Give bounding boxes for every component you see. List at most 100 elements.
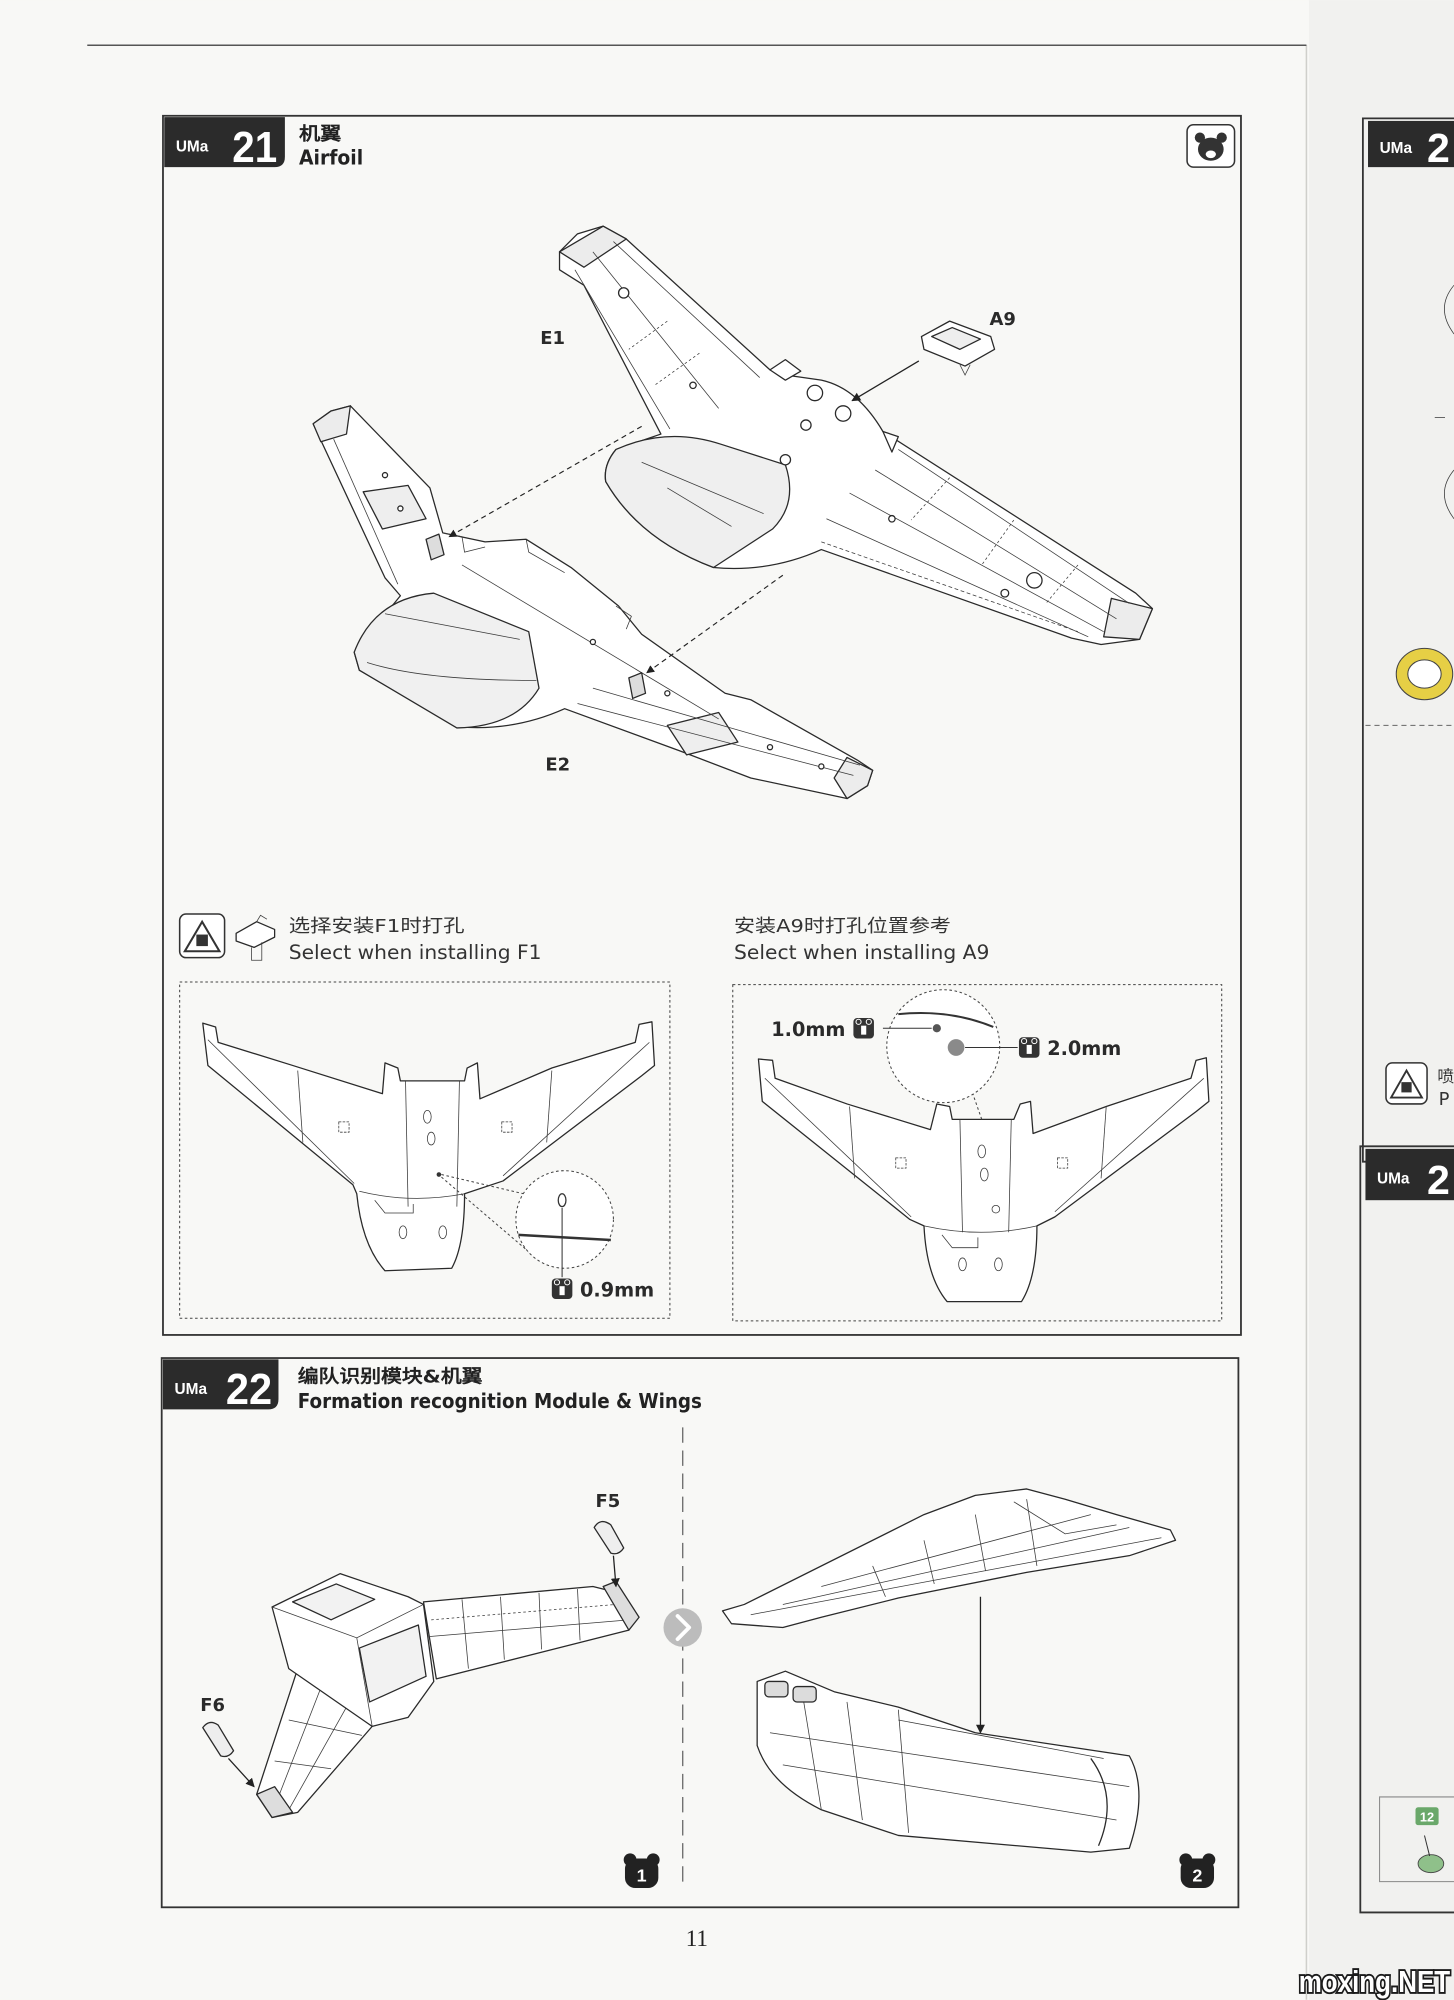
bear-icon: 2 xyxy=(1179,1853,1216,1889)
e1-right-tip xyxy=(1103,597,1154,641)
step-21-title-en: Airfoil xyxy=(299,146,363,170)
warning-icon xyxy=(178,913,226,959)
paper-right xyxy=(1308,0,1454,2000)
note-right-en: Select when installing A9 xyxy=(734,941,989,964)
bear-icon xyxy=(1186,124,1236,168)
drill-box-f1: 0.9mm xyxy=(179,981,671,1319)
fuselage-window-right xyxy=(792,1685,817,1703)
part-e1-drawing xyxy=(558,225,1154,646)
page-number: 11 xyxy=(686,1925,708,1951)
step-22-title-cn: 编队识别模块&机翼 xyxy=(298,1365,483,1387)
step-22-frame xyxy=(160,1357,1240,1909)
step-21-badge: UMa 21 xyxy=(164,117,285,172)
f1-drill-point xyxy=(436,1172,442,1177)
f1-topview-wing xyxy=(202,1021,656,1272)
e1-holes xyxy=(617,287,1043,598)
part-f6-drawing xyxy=(202,1721,255,1788)
note-left-cn: 选择安装F1时打孔 xyxy=(289,916,465,937)
e2-left-tip xyxy=(312,405,351,443)
next-step-b-badge: UMa 2 xyxy=(1365,1148,1454,1203)
step-21-number: 21 xyxy=(232,124,277,172)
bear-icon: 1 xyxy=(623,1853,660,1889)
module-window-front xyxy=(358,1624,427,1703)
f1-magnifier xyxy=(515,1170,614,1269)
part-f5-drawing xyxy=(593,1520,625,1588)
drill-icon xyxy=(551,1278,573,1300)
part-label-e1: E1 xyxy=(540,328,565,349)
next-note-cn: 喷 xyxy=(1437,1067,1454,1086)
next-page-partial: UMa 2 喷 P UMa 2 12 xyxy=(1359,117,1454,1914)
f1-part-icon xyxy=(235,914,276,961)
part-label-f6: F6 xyxy=(200,1695,225,1716)
part-a9-drawing xyxy=(920,320,996,376)
next-inset-frame xyxy=(1379,1796,1454,1883)
drill-box-a9: 1.0mm 2.0mm xyxy=(732,984,1223,1322)
next-step-b-number: 2 xyxy=(1427,1157,1450,1203)
part-label-a9: A9 xyxy=(989,309,1015,330)
next-gear-arc-2 xyxy=(1443,469,1454,519)
left-tip-fitting xyxy=(256,1786,294,1819)
next-step-a-badge: UMa 2 xyxy=(1368,120,1454,171)
e2-holes xyxy=(381,471,825,770)
next-step-a-number: 2 xyxy=(1427,125,1450,171)
next-part-badge xyxy=(1415,1807,1439,1826)
substep-1-number: 1 xyxy=(637,1866,647,1886)
warning-icon xyxy=(1385,1062,1428,1105)
chevron-right-icon xyxy=(663,1608,702,1647)
drill-icon xyxy=(1018,1037,1040,1058)
next-green-part xyxy=(1417,1835,1445,1874)
drill-icon xyxy=(853,1017,874,1039)
e1-side-fin xyxy=(882,430,899,453)
part-label-f5: F5 xyxy=(595,1491,620,1512)
wing-assembly-drawing xyxy=(721,1488,1177,1853)
step-21-logo: UMa xyxy=(176,139,209,156)
part-e2-drawing xyxy=(312,405,874,800)
pin-parts xyxy=(425,533,647,700)
step-22: UMa 22 编队识别模块&机翼 Formation recognition M… xyxy=(160,1357,1240,1909)
e2-right-tip xyxy=(833,756,874,800)
e1-top-fin xyxy=(769,358,802,381)
step-22-title-en: Formation recognition Module & Wings xyxy=(298,1389,702,1413)
f1-marks xyxy=(338,1109,513,1240)
drill-size-a9-large: 2.0mm xyxy=(1047,1037,1121,1060)
step-21: UMa 21 机翼 Airfoil xyxy=(162,114,1242,1336)
a9-arrow xyxy=(851,360,920,402)
e1-left-tip xyxy=(558,225,627,268)
next-step-a-logo: UMa xyxy=(1380,140,1413,157)
a9-hole-large xyxy=(947,1039,965,1056)
fuselage-intake xyxy=(1090,1758,1108,1846)
step-22-number: 22 xyxy=(226,1366,272,1414)
next-part-badge-number: 12 xyxy=(1420,1809,1434,1824)
step-21-title-cn: 机翼 xyxy=(299,124,341,145)
part-label-e2: E2 xyxy=(545,754,570,775)
fuselage-window-left xyxy=(764,1680,789,1698)
drill-size-a9-small: 1.0mm xyxy=(771,1018,845,1041)
watermark: moxing.NET xyxy=(1299,1964,1451,1999)
e1-cockpit-bay xyxy=(604,435,791,569)
e1-to-e2-arrow-right xyxy=(646,574,784,674)
module-window-top xyxy=(291,1583,376,1621)
note-right-cn: 安装A9时打孔位置参考 xyxy=(734,916,951,937)
note-left-en: Select when installing F1 xyxy=(289,941,542,964)
a9-hole-small xyxy=(932,1024,941,1033)
step-21-frame xyxy=(162,114,1242,1336)
substep-2-number: 2 xyxy=(1192,1866,1202,1886)
next-ring-part xyxy=(1395,647,1454,701)
next-gear-arc-1 xyxy=(1443,284,1454,335)
next-step-b-logo: UMa xyxy=(1377,1171,1410,1188)
next-step-b-frame xyxy=(1359,1145,1454,1914)
next-note-en: P xyxy=(1439,1089,1450,1110)
e2-right-flap xyxy=(666,711,739,756)
step-22-logo: UMa xyxy=(175,1381,208,1398)
e2-module-bay xyxy=(353,592,540,729)
e1-to-e2-arrow-left xyxy=(448,425,642,538)
drill-size-f1: 0.9mm xyxy=(580,1278,654,1301)
a9-magnifier xyxy=(886,989,1001,1104)
step-22-badge: UMa 22 xyxy=(162,1359,279,1414)
e2-left-flap xyxy=(362,484,427,530)
a9-topview-wing xyxy=(757,1057,1210,1303)
fuselage-body xyxy=(756,1670,1140,1853)
a9-marks xyxy=(895,1144,1069,1272)
